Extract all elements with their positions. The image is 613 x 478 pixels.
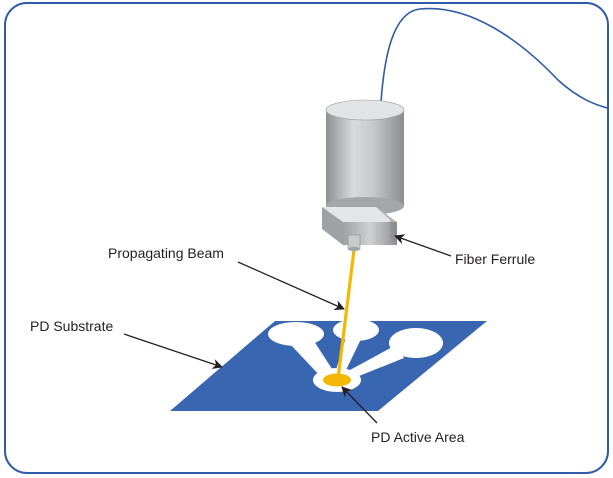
fiber-ferrule-label: Fiber Ferrule xyxy=(455,251,535,267)
pd-substrate-callout xyxy=(123,333,223,369)
pd-active-area-label: PD Active Area xyxy=(371,429,465,445)
propagating-beam-callout xyxy=(237,261,345,310)
fiber-ferrule xyxy=(322,99,405,252)
optical-fiber xyxy=(380,7,608,109)
propagating-beam-label: Propagating Beam xyxy=(108,245,224,261)
pd-substrate-label: PD Substrate xyxy=(30,318,113,334)
fiber-ferrule-callout xyxy=(394,234,452,257)
propagating-beam xyxy=(336,248,356,381)
contact-pad-right xyxy=(389,328,443,358)
diagram-frame xyxy=(4,2,609,474)
pd-active-area-callout xyxy=(341,386,378,424)
